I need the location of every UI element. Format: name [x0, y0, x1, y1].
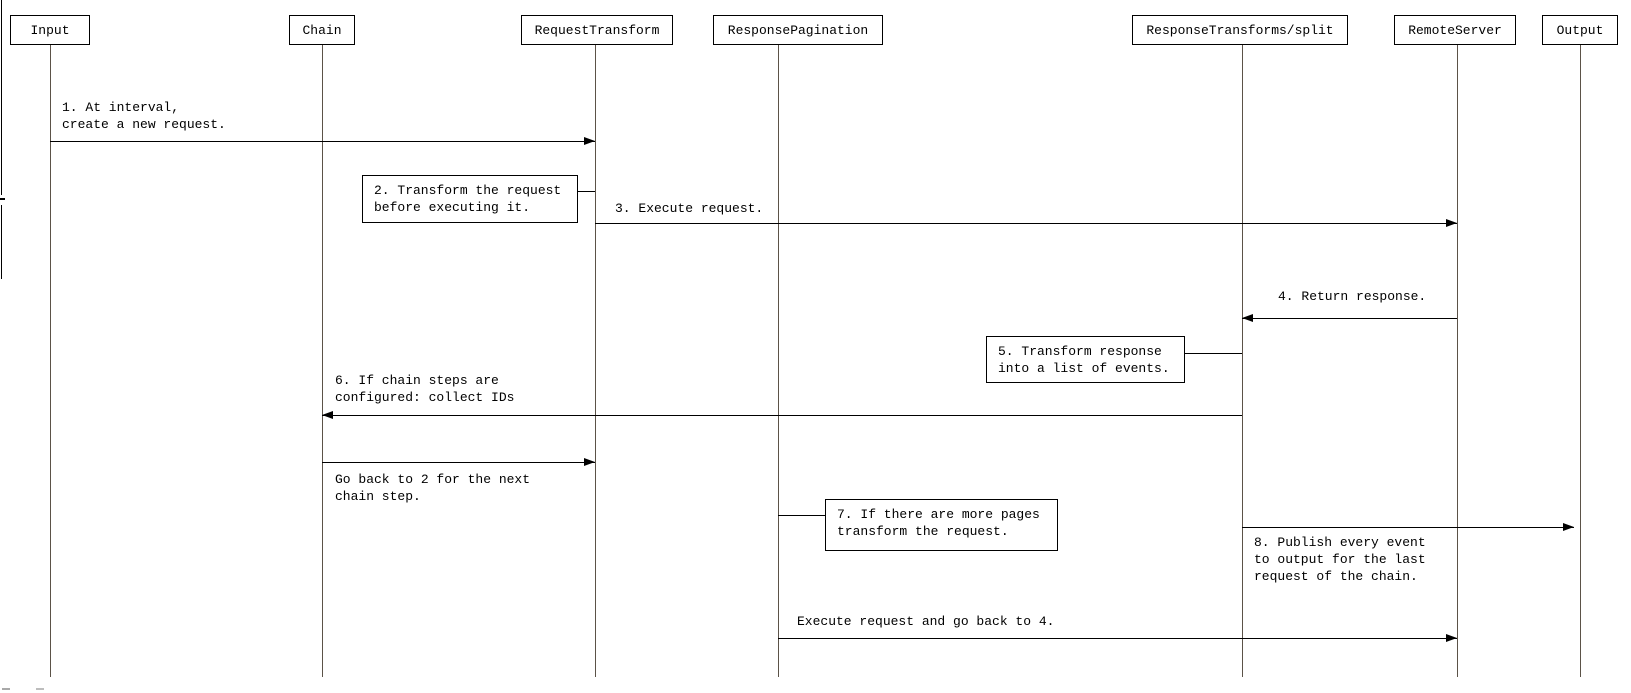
message-8-arrowhead-icon — [1563, 523, 1574, 531]
message-execute-label: Execute request and go back to 4. — [797, 614, 1055, 629]
message-6-arrowhead-icon — [322, 411, 333, 419]
lifeline-response-transforms-split — [1242, 45, 1243, 677]
message-4-label: 4. Return response. — [1278, 289, 1427, 304]
actor-box-remote-server: RemoteServer — [1394, 15, 1516, 45]
lifeline-input — [50, 45, 51, 677]
actor-label-output: Output — [1556, 22, 1604, 38]
note-2-box: 2. Transform the request before executin… — [362, 175, 578, 223]
message-execute-arrowhead-icon — [1446, 634, 1457, 642]
left-frame-tick — [0, 198, 5, 200]
actor-box-chain: Chain — [289, 15, 355, 45]
bottom-left-speck — [36, 688, 44, 690]
lifeline-remote-server — [1457, 45, 1458, 677]
note-7-connector — [778, 515, 825, 516]
actor-box-output: Output — [1542, 15, 1618, 45]
left-frame-line-lower — [1, 205, 2, 279]
message-3-arrowhead-icon — [1446, 219, 1457, 227]
message-6-arrow — [322, 415, 1242, 416]
actor-box-response-transforms-split: ResponseTransforms/split — [1132, 15, 1348, 45]
actor-label-input: Input — [30, 22, 70, 38]
message-3-label: 3. Execute request. — [615, 201, 764, 216]
note-5-box: 5. Transform response into a list of eve… — [986, 336, 1185, 383]
message-6-label: 6. If chain steps are configured: collec… — [335, 373, 515, 405]
message-1-label: 1. At interval, create a new request. — [62, 100, 226, 132]
message-8-label: 8. Publish every event to output for the… — [1254, 535, 1426, 584]
actor-label-remote-server: RemoteServer — [1408, 22, 1502, 38]
message-execute-arrow — [778, 638, 1457, 639]
actor-label-response-transforms-split: ResponseTransforms/split — [1146, 22, 1334, 38]
actor-box-request-transform: RequestTransform — [521, 15, 673, 45]
actor-box-input: Input — [10, 15, 90, 45]
bottom-left-speck — [2, 688, 10, 690]
lifeline-chain — [322, 45, 323, 677]
left-frame-line-upper — [1, 0, 2, 195]
message-goback-arrow — [322, 462, 595, 463]
actor-label-response-pagination: ResponsePagination — [727, 22, 869, 38]
message-4-arrow — [1242, 318, 1457, 319]
lifeline-request-transform — [595, 45, 596, 677]
lifeline-response-pagination — [778, 45, 779, 677]
note-7-box: 7. If there are more pages transform the… — [825, 499, 1058, 551]
message-3-arrow — [595, 223, 1457, 224]
actor-label-request-transform: RequestTransform — [534, 22, 660, 38]
message-1-arrowhead-icon — [584, 137, 595, 145]
note-2-connector — [578, 191, 595, 192]
message-goback-arrowhead-icon — [584, 458, 595, 466]
note-5-connector — [1185, 353, 1242, 354]
actor-label-chain: Chain — [302, 22, 342, 38]
message-goback-label: Go back to 2 for the next chain step. — [335, 472, 531, 504]
message-4-arrowhead-icon — [1242, 314, 1253, 322]
message-8-arrow — [1242, 527, 1574, 528]
actor-box-response-pagination: ResponsePagination — [713, 15, 883, 45]
lifeline-output — [1580, 45, 1581, 677]
message-1-arrow — [50, 141, 595, 142]
